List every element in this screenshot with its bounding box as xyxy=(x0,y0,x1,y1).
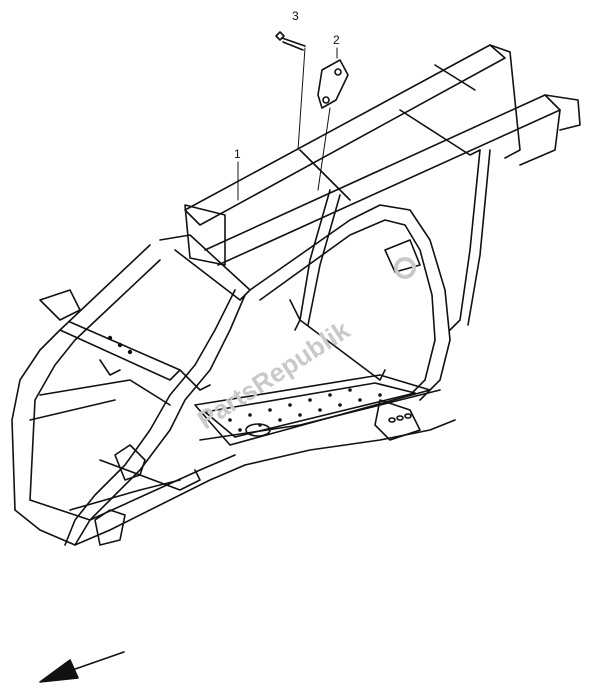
bracket-part xyxy=(317,59,349,109)
arrow-left-down-icon xyxy=(39,651,125,683)
callout-part-3: 3 xyxy=(292,9,299,23)
leader-lines xyxy=(237,47,338,201)
bolt-part xyxy=(275,31,306,51)
guard-holes xyxy=(388,413,412,423)
callout-part-1: 1 xyxy=(234,147,241,161)
frame-part xyxy=(11,44,581,546)
gear-icon xyxy=(394,257,416,279)
floor-drain-hole xyxy=(245,423,271,437)
callout-part-2: 2 xyxy=(333,33,340,47)
